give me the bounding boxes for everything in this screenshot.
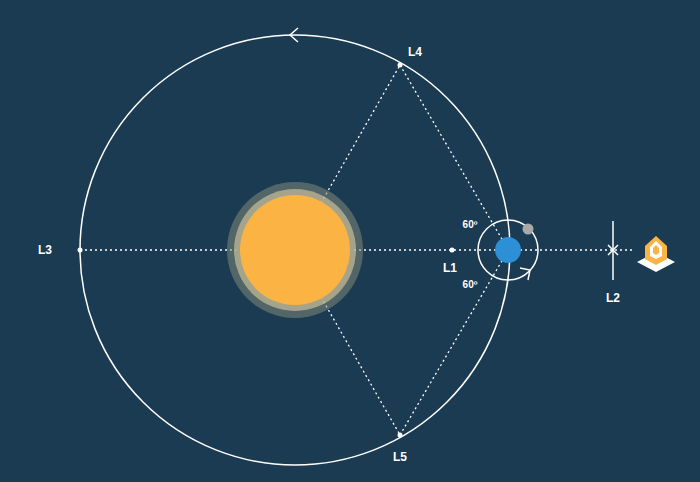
sun-glow: [227, 182, 363, 318]
l1-point: [450, 248, 455, 253]
dotted-lines: [80, 65, 635, 435]
l5-point: [398, 433, 403, 438]
earth: [495, 237, 521, 263]
l3-point: [78, 248, 83, 253]
point-label: L2: [606, 292, 620, 304]
orbit-direction-arrow: [290, 28, 298, 42]
moon-orbit-arrow: [520, 268, 530, 280]
earth-orbit: [80, 35, 510, 465]
point-label: L1: [443, 262, 457, 274]
moon: [523, 224, 534, 235]
sun: [240, 195, 350, 305]
point-label: L3: [38, 244, 52, 256]
spacecraft-icon: [637, 236, 675, 272]
point-label: L5: [393, 451, 407, 463]
angle-label: 60º: [463, 280, 478, 290]
sun-corona: [234, 189, 356, 311]
moon-orbit: [478, 220, 538, 280]
l4-point: [398, 63, 403, 68]
l2-cross: [608, 245, 618, 255]
point-label: L4: [408, 46, 422, 58]
angle-label: 60º: [463, 220, 478, 230]
